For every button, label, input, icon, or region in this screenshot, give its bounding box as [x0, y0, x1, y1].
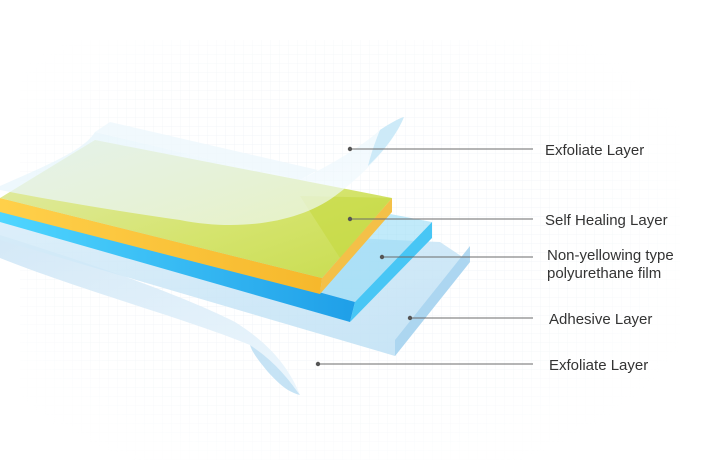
self-healing-side-edge — [320, 198, 392, 294]
leader-dot-self-healing — [347, 216, 353, 222]
adhesive-layer-side — [395, 246, 470, 356]
exfoliate-top-edge — [95, 122, 318, 180]
leader-dot-exfoliate-top — [347, 146, 353, 152]
exfoliate-bottom-film — [0, 235, 300, 395]
top-face-shade — [300, 196, 392, 258]
label-adhesive: Adhesive Layer — [549, 311, 652, 328]
polyurethane-side-edge — [350, 222, 432, 322]
label-exfoliate-top: Exfoliate Layer — [545, 142, 644, 159]
self-healing-front-edge — [0, 198, 322, 294]
leader-dot-adhesive — [407, 315, 413, 321]
exfoliate-top-film — [0, 117, 404, 226]
label-exfoliate-bottom: Exfoliate Layer — [549, 357, 648, 374]
label-non-yellowing-line2: polyurethane film — [547, 265, 661, 282]
leader-dot-non-yellowing — [379, 254, 385, 260]
label-non-yellowing-line1: Non-yellowing type — [547, 247, 674, 264]
leader-dot-exfoliate-bottom — [315, 361, 321, 367]
exfoliate-top-curl — [368, 117, 404, 166]
exfoliate-bottom-curl — [250, 345, 300, 395]
label-self-healing: Self Healing Layer — [545, 212, 668, 229]
